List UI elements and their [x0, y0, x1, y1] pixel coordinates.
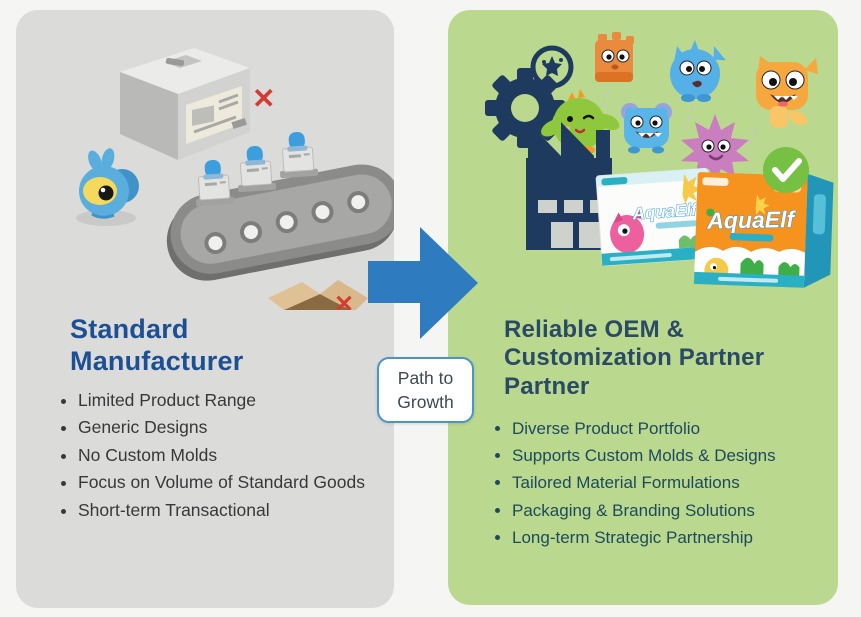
product-units-illustration [196, 131, 319, 207]
check-icon [763, 147, 809, 193]
gear-icon [485, 68, 565, 148]
list-item: Long-term Strategic Partnership [512, 524, 842, 551]
blue-spiky-character [670, 40, 726, 102]
cardboard-box-illustration [268, 280, 368, 310]
toy-badge-icon [530, 45, 574, 89]
list-item: Generic Designs [78, 414, 388, 441]
standard-manufacturer-illustration: ✕ [76, 48, 394, 310]
list-item: No Custom Molds [78, 442, 388, 469]
list-item: Focus on Volume of Standard Goods [78, 469, 388, 496]
left-panel-bullet-list: Limited Product RangeGeneric DesignsNo C… [56, 387, 388, 524]
growth-arrow-icon [366, 225, 482, 343]
list-item: Packaging & Branding Solutions [512, 497, 842, 524]
list-item: Supports Custom Molds & Designs [512, 442, 842, 469]
blue-mascot-illustration [76, 148, 139, 226]
carton-box-illustration [120, 48, 250, 160]
standard-manufacturer-panel: ✕ [16, 10, 394, 608]
reject-x-icon: ✕ [334, 291, 354, 310]
list-item: Tailored Material Formulations [512, 469, 842, 496]
orange-brick-character [595, 32, 634, 82]
right-panel-bullet-list: Diverse Product PortfolioSupports Custom… [490, 415, 842, 551]
oem-partner-panel: AquaElf AquaElf [448, 10, 838, 605]
pink-star-character [681, 114, 749, 183]
reject-x-icon: ✕ [252, 83, 275, 114]
right-panel-title: Reliable OEM & Customization Partner Par… [504, 316, 765, 400]
conveyor-belt-illustration [166, 164, 394, 281]
list-item: Short-term Transactional [78, 497, 388, 524]
list-item: Limited Product Range [78, 387, 388, 414]
oem-partner-illustration: AquaElf AquaElf [485, 32, 834, 288]
product-box-white: AquaElf [595, 167, 715, 267]
product-box-orange: AquaElf [693, 172, 834, 288]
list-item: Diverse Product Portfolio [512, 415, 842, 442]
orange-cat-character [756, 56, 818, 128]
path-to-growth-text: Path to Growth [397, 367, 454, 413]
path-to-growth-label: Path to Growth [377, 357, 474, 423]
left-panel-title: Standard Manufacturer [70, 314, 244, 377]
factory-illustration [526, 122, 612, 250]
brand-logo-text: AquaElf [706, 206, 797, 234]
blue-frog-character [621, 103, 672, 154]
